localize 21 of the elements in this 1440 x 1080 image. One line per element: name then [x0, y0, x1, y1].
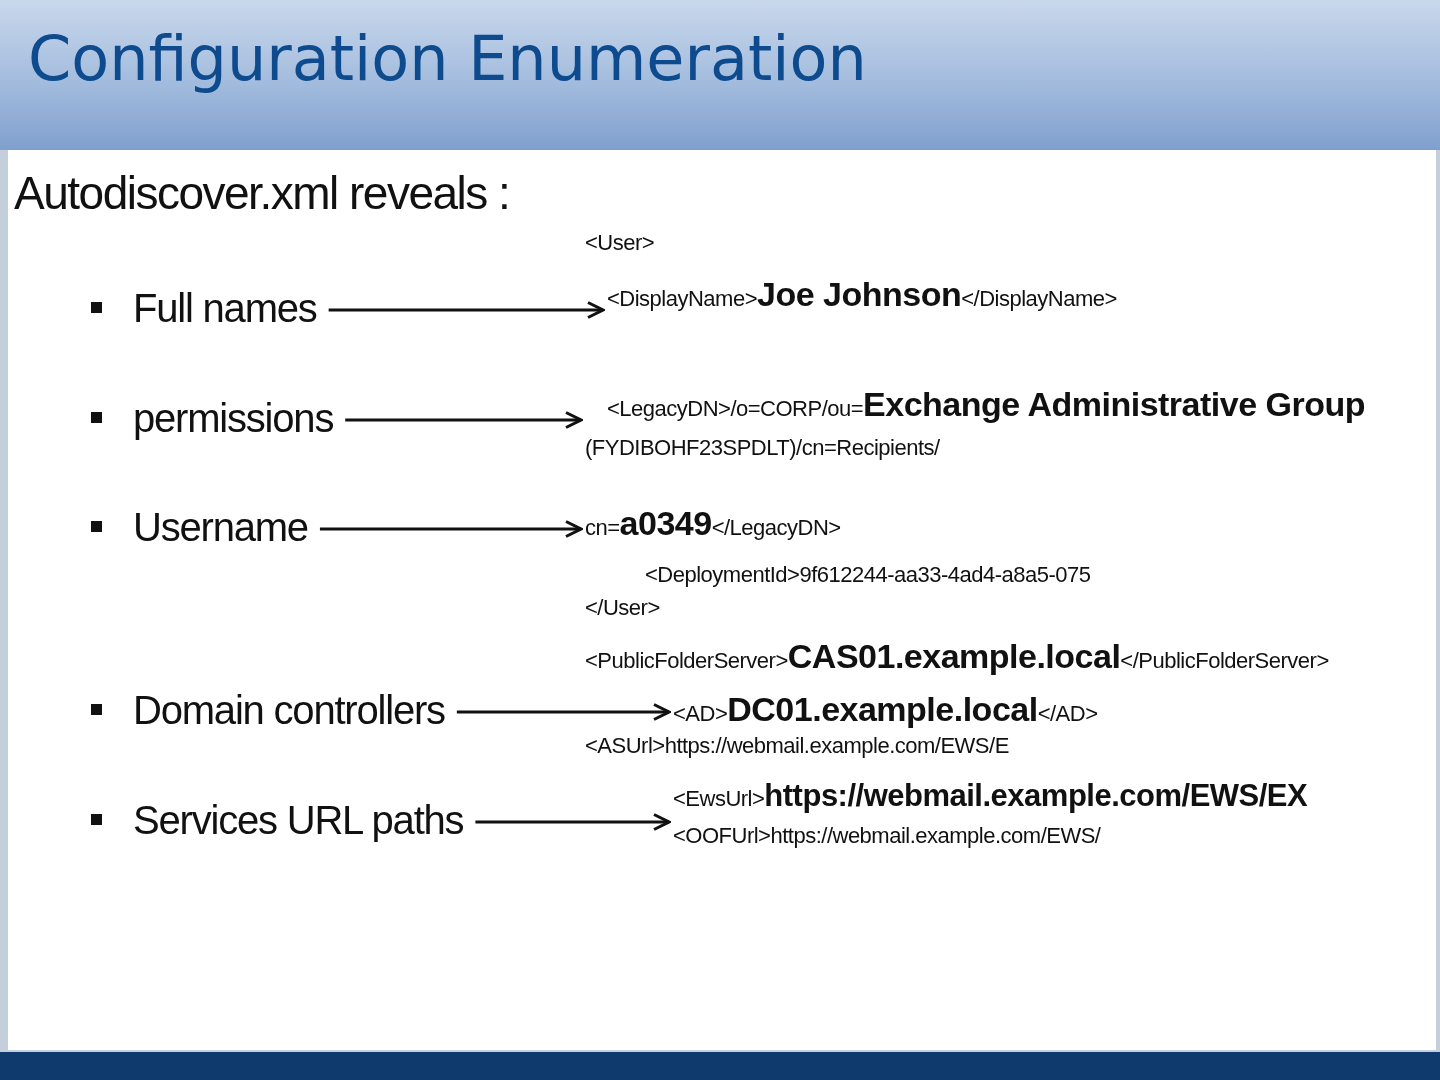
slide-title: Configuration Enumeration: [28, 22, 867, 95]
bullet-text: Full names: [133, 288, 317, 328]
arrow: [319, 520, 583, 538]
arrow: [475, 813, 671, 831]
xml-line: </User>: [585, 594, 660, 622]
bullet-text: Services URL paths: [133, 800, 464, 840]
bullet-text: Username: [133, 507, 308, 547]
xml-line: <LegacyDN>/o=CORP/ou=Exchange Administrative Group (FYDIBOHF23SPDLT)/cn=Recipients/: [585, 378, 1440, 465]
xml-line: <OOFUrl>https://webmail.example.com/EWS/: [673, 822, 1101, 850]
xml-line: cn=a0349</LegacyDN>: [585, 497, 841, 550]
xml-line: <DeploymentId>9f612244-aa33-4ad4-a8a5-075: [645, 561, 1091, 589]
xml-line: <PublicFolderServer>CAS01.example.local</PublicFolderServer>: [585, 636, 1329, 677]
xml-line: <EwsUrl>https://webmail.example.com/EWS/EX: [673, 772, 1308, 821]
bullet-text: permissions: [133, 398, 334, 438]
arrow: [328, 301, 605, 319]
bullet-text: Domain controllers: [133, 690, 445, 730]
arrow: [345, 411, 583, 429]
section-heading: Autodiscover.xml reveals :: [14, 166, 510, 220]
xml-line: <User>: [585, 229, 655, 257]
arrow: [456, 703, 671, 721]
xml-line: <DisplayName>Joe Johnson</DisplayName>: [607, 268, 1117, 321]
